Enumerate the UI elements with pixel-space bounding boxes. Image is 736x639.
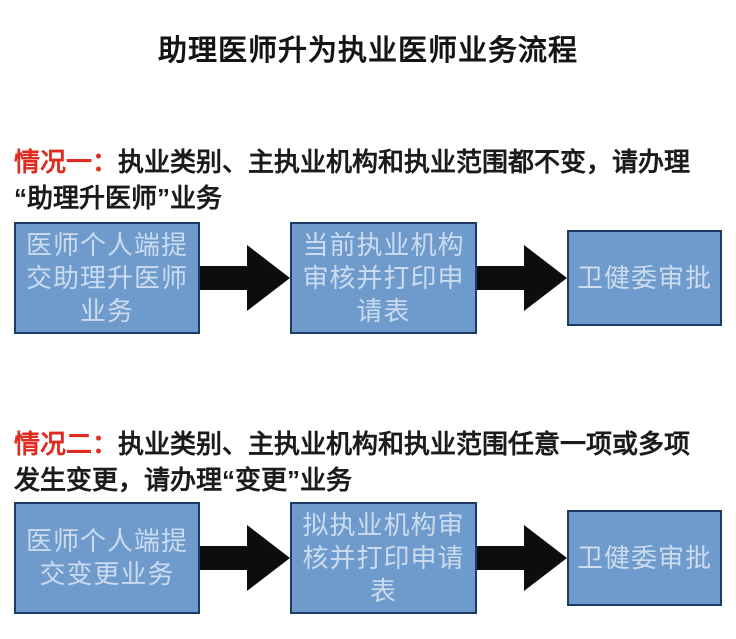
arrow-right-icon (477, 245, 567, 311)
case-2-text: 执业类别、主执业机构和执业范围任意一项或多项 发生变更，请办理“变更”业务 (14, 429, 691, 495)
arrow-right-icon (200, 245, 290, 311)
case-1-step-3-box: 卫健委审批 (567, 230, 722, 326)
case-1-step-1-box: 医师个人端提交助理升医师业务 (14, 222, 200, 334)
case-2-description: 情况二：执业类别、主执业机构和执业范围任意一项或多项 发生变更，请办理“变更”业… (14, 426, 726, 498)
case-2-label: 情况二： (14, 429, 119, 459)
case-2-flow: 医师个人端提交变更业务 拟执业机构审核并打印申请表 卫健委审批 (14, 502, 726, 614)
case-1-step-2-box: 当前执业机构审核并打印申请表 (290, 222, 477, 334)
case-1-text: 执业类别、主执业机构和执业范围都不变，请办理 “助理升医师”业务 (14, 147, 691, 213)
case-2-step-3-box: 卫健委审批 (567, 510, 722, 606)
case-2-step-1-label: 医师个人端提交变更业务 (25, 527, 188, 589)
case-1-description: 情况一：执业类别、主执业机构和执业范围都不变，请办理 “助理升医师”业务 (14, 144, 726, 216)
case-2-step-3-label: 卫健委审批 (576, 543, 712, 573)
case-1-step-1-label: 医师个人端提交助理升医师业务 (25, 230, 188, 326)
case-2-step-1-box: 医师个人端提交变更业务 (14, 502, 200, 614)
arrow-right-icon (200, 525, 290, 591)
case-2-step-2-box: 拟执业机构审核并打印申请表 (290, 502, 477, 614)
case-1-section: 情况一：执业类别、主执业机构和执业范围都不变，请办理 “助理升医师”业务 医师个… (0, 144, 736, 334)
arrow-right-icon (477, 525, 567, 591)
case-1-step-3-label: 卫健委审批 (576, 263, 712, 293)
case-1-flow: 医师个人端提交助理升医师业务 当前执业机构审核并打印申请表 卫健委审批 (14, 222, 726, 334)
case-1-label: 情况一： (14, 147, 119, 177)
case-2-section: 情况二：执业类别、主执业机构和执业范围任意一项或多项 发生变更，请办理“变更”业… (0, 426, 736, 614)
page-title: 助理医师升为执业医师业务流程 (157, 35, 578, 67)
case-2-step-2-label: 拟执业机构审核并打印申请表 (302, 510, 465, 606)
case-1-step-2-label: 当前执业机构审核并打印申请表 (302, 230, 465, 326)
